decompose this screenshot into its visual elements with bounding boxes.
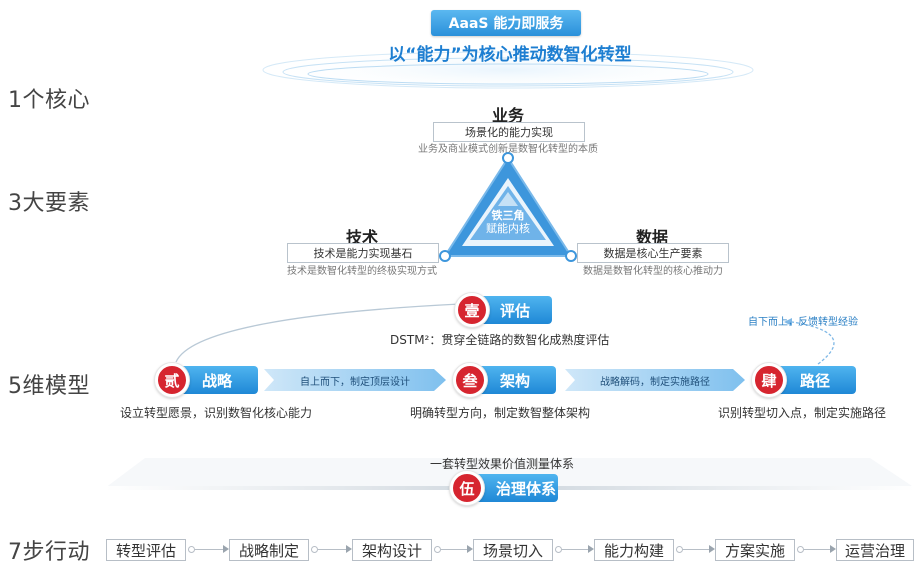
data-box: 数据是核心生产要素 bbox=[577, 243, 729, 263]
action-step-2: 战略制定 bbox=[229, 539, 309, 561]
connector-dot bbox=[434, 546, 441, 553]
path-seal: 肆 bbox=[752, 363, 786, 397]
connector-arrowhead bbox=[709, 545, 715, 553]
tech-title: 技术 bbox=[345, 228, 378, 247]
strategy-seal: 贰 bbox=[155, 363, 189, 397]
arrow-decoding: 战略解码，制定实施路径 bbox=[565, 369, 745, 391]
triangle-center-label: 铁三角 赋能内核 bbox=[478, 209, 538, 235]
architecture-badge: 架构 bbox=[476, 366, 556, 394]
business-subtitle: 业务及商业模式创新是数智化转型的本质 bbox=[418, 144, 598, 155]
strategy-feedback-arc bbox=[175, 303, 461, 363]
triangle-line2: 赋能内核 bbox=[486, 222, 530, 235]
assess-badge: 评估 bbox=[480, 296, 552, 324]
arrow-top-down: 自上而下，制定顶层设计 bbox=[264, 369, 446, 391]
business-box: 场景化的能力实现 bbox=[433, 122, 585, 142]
connector-arrowhead bbox=[467, 545, 473, 553]
data-title: 数据 bbox=[635, 228, 668, 247]
feedback-label: 自下而上，反馈转型经验 bbox=[748, 317, 858, 328]
connector-dot bbox=[797, 546, 804, 553]
strategy-badge: 战略 bbox=[178, 366, 258, 394]
architecture-seal: 叁 bbox=[453, 363, 487, 397]
connector-dot bbox=[311, 546, 318, 553]
architecture-label: 架构 bbox=[500, 371, 531, 390]
connector-dot bbox=[676, 546, 683, 553]
row-label-elements: 3大要素 bbox=[8, 191, 90, 216]
data-subtitle: 数据是数智化转型的核心推动力 bbox=[583, 266, 723, 277]
connector-arrowhead bbox=[346, 545, 352, 553]
connector-line bbox=[195, 549, 223, 550]
action-step-7: 运营治理 bbox=[836, 539, 914, 561]
connector-dot bbox=[188, 546, 195, 553]
path-feedback-arc bbox=[791, 321, 835, 365]
governance-seal: 伍 bbox=[450, 471, 484, 505]
assess-desc: DSTM²：贯穿全链路的数智化成熟度评估 bbox=[390, 333, 610, 347]
assess-seal: 壹 bbox=[455, 293, 489, 327]
header-title: 以“能力”为核心推动数智化转型 bbox=[388, 45, 632, 65]
connector-dot bbox=[555, 546, 562, 553]
action-step-6: 方案实施 bbox=[715, 539, 795, 561]
triangle-line1: 铁三角 bbox=[491, 209, 525, 222]
path-badge: 路径 bbox=[776, 366, 856, 394]
path-desc: 识别转型切入点，制定实施路径 bbox=[718, 406, 887, 420]
connector-line bbox=[318, 549, 346, 550]
governance-label: 治理体系 bbox=[496, 479, 557, 498]
connector-arrowhead bbox=[830, 545, 836, 553]
architecture-desc: 明确转型方向，制定数智整体架构 bbox=[410, 406, 591, 420]
connector-line bbox=[562, 549, 588, 550]
business-title: 业务 bbox=[491, 106, 524, 125]
connector-line bbox=[441, 549, 467, 550]
action-step-1: 转型评估 bbox=[106, 539, 186, 561]
row-label-model: 5维模型 bbox=[8, 374, 90, 399]
connector-arrowhead bbox=[588, 545, 594, 553]
header-badge: AaaS 能力即服务 bbox=[431, 10, 581, 36]
connector-arrowhead bbox=[223, 545, 229, 553]
connector-line bbox=[804, 549, 830, 550]
path-label: 路径 bbox=[800, 371, 831, 390]
connector-line bbox=[683, 549, 709, 550]
row-label-core: 1个核心 bbox=[8, 88, 90, 113]
governance-desc: 一套转型效果价值测量体系 bbox=[430, 457, 575, 471]
iron-triangle bbox=[439, 152, 577, 262]
action-step-4: 场景切入 bbox=[473, 539, 553, 561]
tech-box: 技术是能力实现基石 bbox=[287, 243, 439, 263]
header-halo bbox=[258, 48, 758, 92]
governance-badge: 治理体系 bbox=[474, 474, 558, 502]
assess-label: 评估 bbox=[500, 301, 531, 320]
tech-subtitle: 技术是数智化转型的终极实现方式 bbox=[287, 266, 437, 277]
strategy-label: 战略 bbox=[202, 371, 233, 390]
strategy-desc: 设立转型愿景，识别数智化核心能力 bbox=[120, 406, 313, 420]
